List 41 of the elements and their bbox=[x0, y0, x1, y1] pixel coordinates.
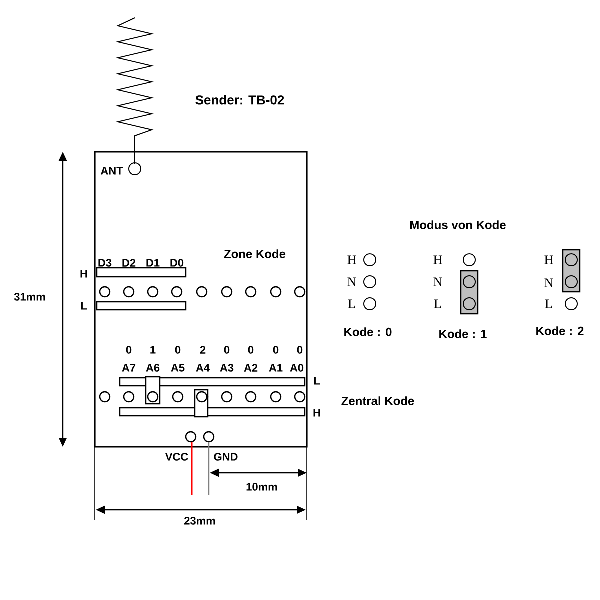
code-digit: 0 bbox=[297, 346, 303, 354]
row-label: N bbox=[544, 278, 554, 288]
code-digit: 0 bbox=[273, 346, 279, 354]
row-label: H bbox=[544, 256, 554, 264]
dimension-label: 31mm bbox=[14, 293, 46, 301]
row-label: N bbox=[434, 278, 442, 286]
pin-label: A0 bbox=[290, 364, 304, 372]
section-heading: Zentral Kode bbox=[342, 396, 414, 406]
section-heading: Zone Kode bbox=[224, 250, 286, 258]
row-label: L bbox=[348, 300, 356, 308]
code-digit: 1 bbox=[150, 346, 156, 354]
dimension-label: 10mm bbox=[246, 483, 278, 491]
pin-label: A2 bbox=[244, 364, 258, 372]
row-label: H bbox=[434, 256, 442, 264]
code-digit: 0 bbox=[126, 346, 132, 354]
code-digit: 0 bbox=[248, 346, 254, 354]
mode-label: Kode : 1 bbox=[440, 330, 487, 338]
pin-label: D2 bbox=[122, 259, 136, 267]
code-digit: 0 bbox=[175, 346, 181, 354]
pin-label: A4 bbox=[196, 364, 210, 372]
pin-label: A7 bbox=[122, 364, 136, 372]
dimension-label: 23mm bbox=[184, 517, 216, 525]
code-digit: 0 bbox=[224, 346, 230, 354]
row-label: L bbox=[545, 300, 552, 308]
pin-label: D3 bbox=[98, 259, 112, 267]
pin-label: D1 bbox=[146, 259, 160, 267]
pin-label: ANT bbox=[100, 167, 124, 175]
mode-label: Kode : 2 bbox=[536, 326, 584, 336]
code-digit: 2 bbox=[200, 346, 206, 354]
section-heading: Modus von Kode bbox=[410, 220, 506, 230]
pin-label: A5 bbox=[171, 364, 185, 372]
row-label: H bbox=[348, 256, 356, 264]
pin-label: A1 bbox=[269, 364, 283, 372]
title: Sender: TB-02 bbox=[196, 95, 284, 105]
circuit-board bbox=[94, 151, 308, 448]
mode-label: Kode : 0 bbox=[344, 328, 392, 336]
pin-label: A3 bbox=[220, 364, 234, 372]
pin-label: D0 bbox=[170, 259, 184, 267]
pin-label: A6 bbox=[146, 364, 160, 372]
row-label: N bbox=[348, 278, 356, 286]
row-label: L bbox=[434, 300, 442, 308]
